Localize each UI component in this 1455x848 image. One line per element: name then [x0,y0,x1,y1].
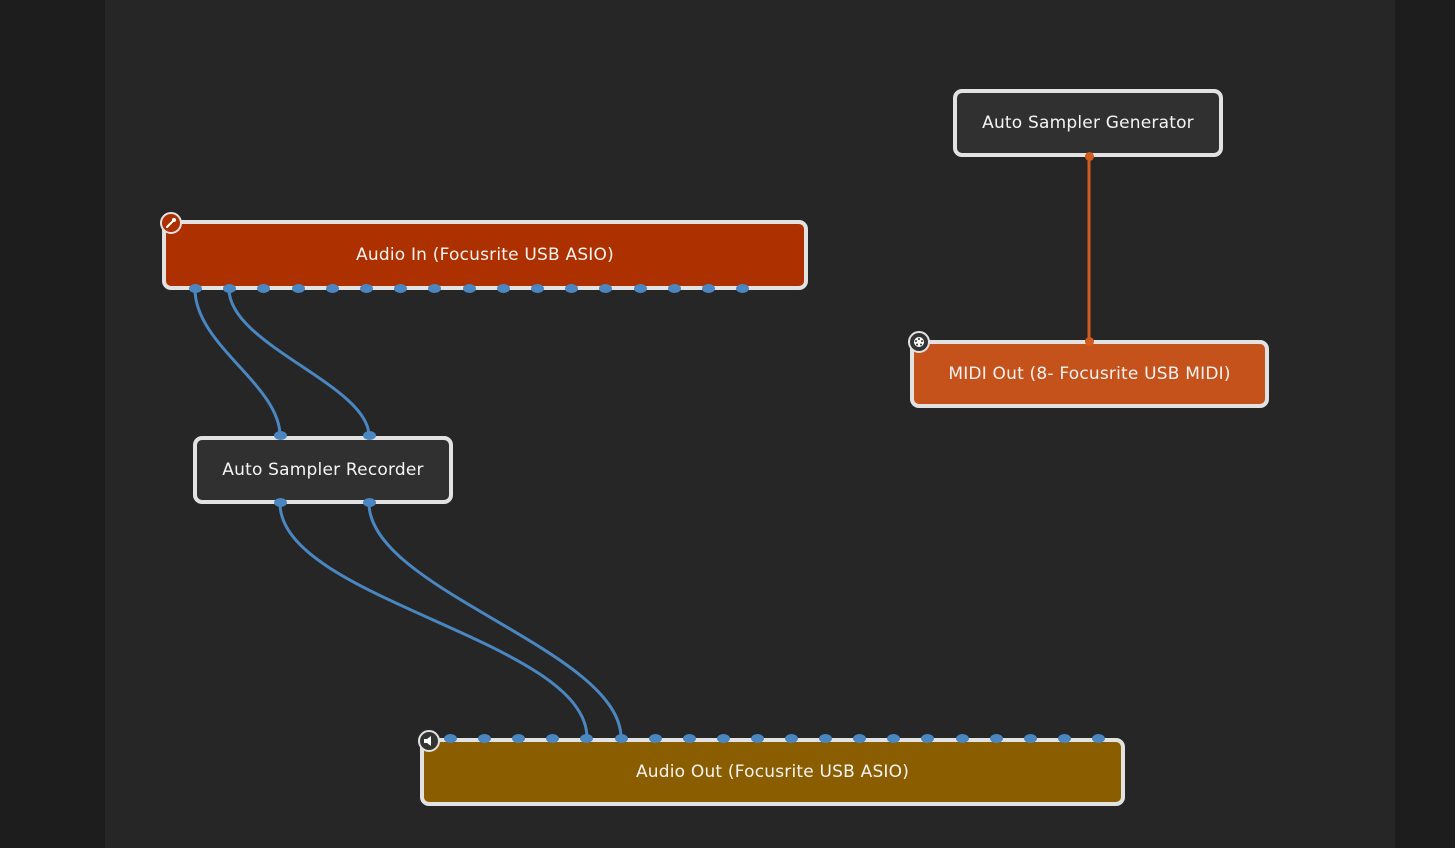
node-label: Auto Sampler Recorder [222,460,424,480]
audio-out-input-port-17[interactable] [989,734,1003,743]
audio-in-output-port-4[interactable] [291,284,305,293]
recorder-output-port-1[interactable] [274,498,287,507]
midi-din-icon [908,331,930,353]
audio-in-output-port-9[interactable] [462,284,476,293]
node-auto-sampler-recorder[interactable]: Auto Sampler Recorder [193,436,453,504]
audio-out-input-port-11[interactable] [785,734,798,743]
audio-wire-in-1[interactable] [193,288,282,437]
audio-in-output-port-10[interactable] [496,284,510,293]
audio-in-output-port-11[interactable] [531,284,544,293]
audio-out-input-port-16[interactable] [955,734,969,743]
audio-wire-in-2[interactable] [227,288,371,437]
node-audio-out[interactable]: Audio Out (Focusrite USB ASIO) [420,738,1125,806]
audio-wire-out-2[interactable] [367,502,623,739]
audio-out-input-port-7[interactable] [648,734,662,743]
audio-in-output-port-7[interactable] [394,284,408,293]
node-auto-sampler-generator[interactable]: Auto Sampler Generator [953,89,1223,157]
audio-out-input-port-14[interactable] [887,734,901,743]
audio-in-output-port-15[interactable] [667,284,681,293]
midi-input-port[interactable] [1085,337,1094,346]
audio-out-input-port-2[interactable] [478,734,492,743]
audio-out-input-port-6[interactable] [614,734,628,743]
audio-out-input-port-13[interactable] [853,734,867,743]
audio-out-input-port-12[interactable] [819,734,833,743]
audio-in-output-port-3[interactable] [257,284,271,293]
audio-out-input-port-1[interactable] [444,734,457,743]
audio-in-output-port-1[interactable] [189,284,202,293]
audio-out-input-port-9[interactable] [716,734,730,743]
audio-out-input-port-18[interactable] [1023,734,1037,743]
audio-in-output-port-13[interactable] [599,284,613,293]
audio-in-output-port-16[interactable] [702,284,715,293]
audio-out-input-port-15[interactable] [921,734,935,743]
audio-in-output-port-8[interactable] [428,284,442,293]
node-label: Auto Sampler Generator [982,113,1194,133]
audio-out-input-port-10[interactable] [750,734,764,743]
speaker-icon [418,730,440,752]
node-label: Audio Out (Focusrite USB ASIO) [635,762,910,782]
audio-in-output-port-14[interactable] [633,284,647,293]
audio-in-output-port-12[interactable] [565,284,579,293]
audio-in-output-port-2[interactable] [223,284,237,293]
audio-out-input-port-3[interactable] [512,734,526,743]
audio-out-input-port-5[interactable] [580,734,594,743]
node-label: MIDI Out (8- Focusrite USB MIDI) [948,364,1231,384]
recorder-input-port-1[interactable] [274,431,287,440]
midi-output-port[interactable] [1085,152,1094,161]
audio-out-input-port-19[interactable] [1057,734,1071,743]
audio-out-input-port-20[interactable] [1091,734,1105,743]
node-audio-in[interactable]: Audio In (Focusrite USB ASIO) [162,220,808,290]
audio-in-output-port-17[interactable] [736,284,750,293]
recorder-input-port-2[interactable] [363,431,376,440]
audio-wire-out-1[interactable] [278,502,589,739]
microphone-icon [160,212,182,234]
node-label: Audio In (Focusrite USB ASIO) [356,245,614,265]
node-midi-out[interactable]: MIDI Out (8- Focusrite USB MIDI) [910,340,1269,408]
audio-in-output-port-5[interactable] [325,284,339,293]
recorder-output-port-2[interactable] [363,498,376,507]
audio-out-input-port-8[interactable] [682,734,696,743]
audio-in-output-port-6[interactable] [360,284,373,293]
audio-out-input-port-4[interactable] [546,734,560,743]
